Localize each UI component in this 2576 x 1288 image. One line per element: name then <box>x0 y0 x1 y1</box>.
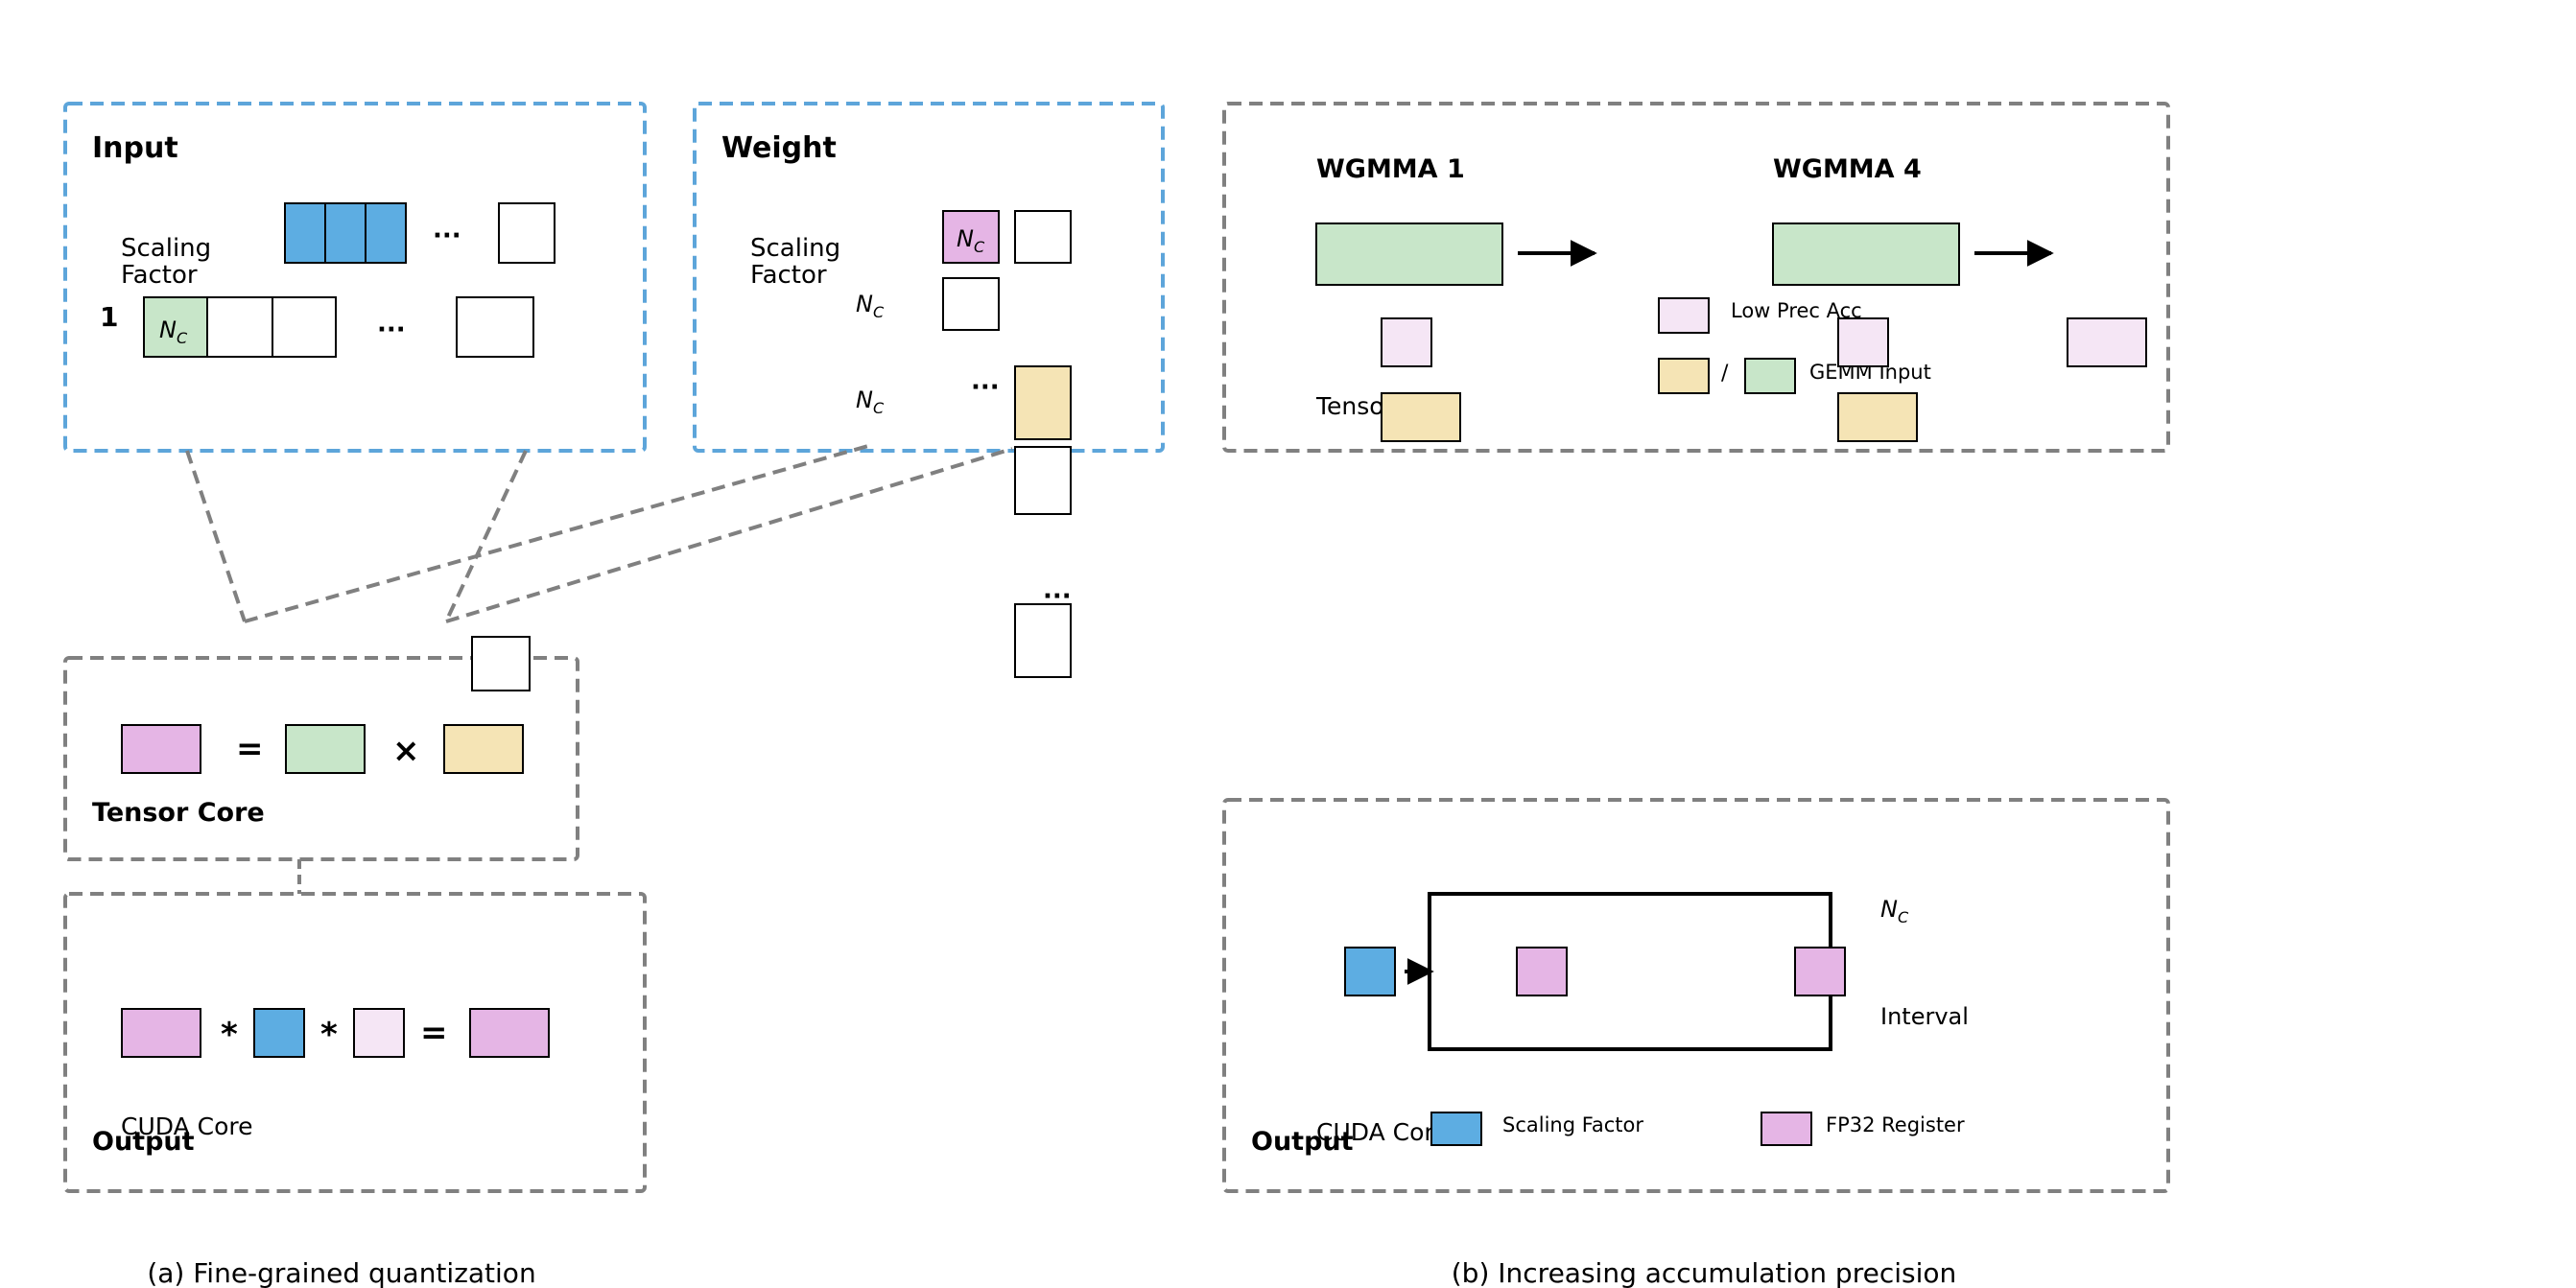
cuda-star-1: * <box>221 1016 238 1054</box>
cuda-core-label-a: CUDA Core <box>121 1112 252 1140</box>
tensor-core-box <box>63 656 579 861</box>
output-box-a <box>63 892 647 1193</box>
wgmma4-weight-block <box>1837 392 1918 442</box>
weight-scaling-label-line1: Scaling <box>750 234 840 263</box>
legend-fp32-swatch <box>1761 1112 1812 1146</box>
input-box <box>63 102 647 453</box>
input-nc-label: NC <box>159 316 188 347</box>
output-label-a: Output <box>92 1127 195 1157</box>
weight-block-last <box>1014 603 1072 678</box>
wgmma1-weight-block <box>1381 392 1461 442</box>
cuda-partial-block <box>121 1008 201 1058</box>
interval-fp32-block-1 <box>1516 947 1568 996</box>
connector-line <box>185 450 247 622</box>
cuda-core-label-b: CUDA Core <box>1316 1118 1448 1146</box>
weight-title: Weight <box>721 131 837 165</box>
input-scale-block <box>324 202 366 264</box>
interval-box <box>1428 892 1832 1051</box>
caption-a: (a) Fine-grained quantization <box>147 1257 535 1288</box>
wgmma1-input-block <box>1315 222 1503 286</box>
tensor-equals: = <box>236 730 264 768</box>
weight-nc-label-2: NC <box>856 386 885 417</box>
input-block <box>272 296 337 358</box>
connector-line <box>445 447 1013 623</box>
interval-nc-label: NC <box>1880 896 1909 926</box>
input-nc-block <box>143 296 208 358</box>
input-scale-block-last <box>498 202 555 264</box>
legend-fp32-label: FP32 Register <box>1826 1113 1965 1136</box>
tensor-times: × <box>392 732 420 770</box>
weight-scaling-label-line2: Factor <box>750 261 827 290</box>
output-b-scale-block <box>1344 947 1396 996</box>
wgmma1-title: WGMMA 1 <box>1316 154 1465 184</box>
wgmma4-input-block <box>1772 222 1960 286</box>
tensor-result-block <box>121 724 201 774</box>
legend-scaling-label: Scaling Factor <box>1502 1113 1643 1136</box>
input-block-last <box>456 296 534 358</box>
caption-b: (b) Increasing accumulation precision <box>1452 1257 1957 1288</box>
weight-scale-nc-label: NC <box>957 225 985 256</box>
cuda-scale-block-2 <box>353 1008 405 1058</box>
legend-gemm-swatch-green <box>1744 358 1796 394</box>
input-scale-ellipsis: ··· <box>433 222 461 250</box>
legend-low-prec-swatch <box>1658 297 1710 334</box>
wgmma-output-block <box>2067 317 2147 367</box>
tensor-core-label: Tensor Core <box>92 798 265 828</box>
input-row-ellipsis: ··· <box>377 316 406 344</box>
cuda-result-block <box>469 1008 550 1058</box>
weight-nc-label-1: NC <box>856 291 885 321</box>
cuda-scale-block <box>253 1008 305 1058</box>
output-box-b <box>1222 798 2170 1193</box>
weight-box <box>693 102 1165 453</box>
weight-block <box>1014 446 1072 515</box>
tensor-weight-block <box>443 724 524 774</box>
tensor-input-block <box>285 724 366 774</box>
wgmma1-acc-block <box>1381 317 1432 367</box>
cuda-equals: = <box>420 1014 448 1052</box>
input-title: Input <box>92 131 178 165</box>
input-scaling-label-line1: Scaling <box>121 234 211 263</box>
interval-label: Interval <box>1880 1003 1969 1030</box>
input-scale-block <box>284 202 326 264</box>
tensor-core-extra-block <box>471 636 531 691</box>
weight-scale-nc-block <box>942 210 1000 264</box>
weight-scale-block <box>1014 210 1072 264</box>
weight-ellipsis: ··· <box>971 373 1000 402</box>
legend-gemm-swatch-yellow <box>1658 358 1710 394</box>
input-block <box>206 296 273 358</box>
wgmma4-title: WGMMA 4 <box>1773 154 1922 184</box>
wgmma-box <box>1222 102 2170 453</box>
input-row-label: 1 <box>100 301 118 333</box>
output-label-b: Output <box>1251 1127 1354 1157</box>
cuda-star-2: * <box>320 1016 338 1054</box>
weight-nc-block <box>1014 365 1072 440</box>
input-scale-block <box>365 202 407 264</box>
legend-slash: / <box>1721 362 1729 386</box>
wgmma4-acc-block <box>1837 317 1889 367</box>
legend-scaling-swatch <box>1430 1112 1482 1146</box>
connector-line <box>444 450 528 622</box>
input-scaling-label-line2: Factor <box>121 261 198 290</box>
weight-scale-block-col <box>942 277 1000 331</box>
interval-fp32-block-2 <box>1794 947 1846 996</box>
connector-line <box>244 444 869 623</box>
